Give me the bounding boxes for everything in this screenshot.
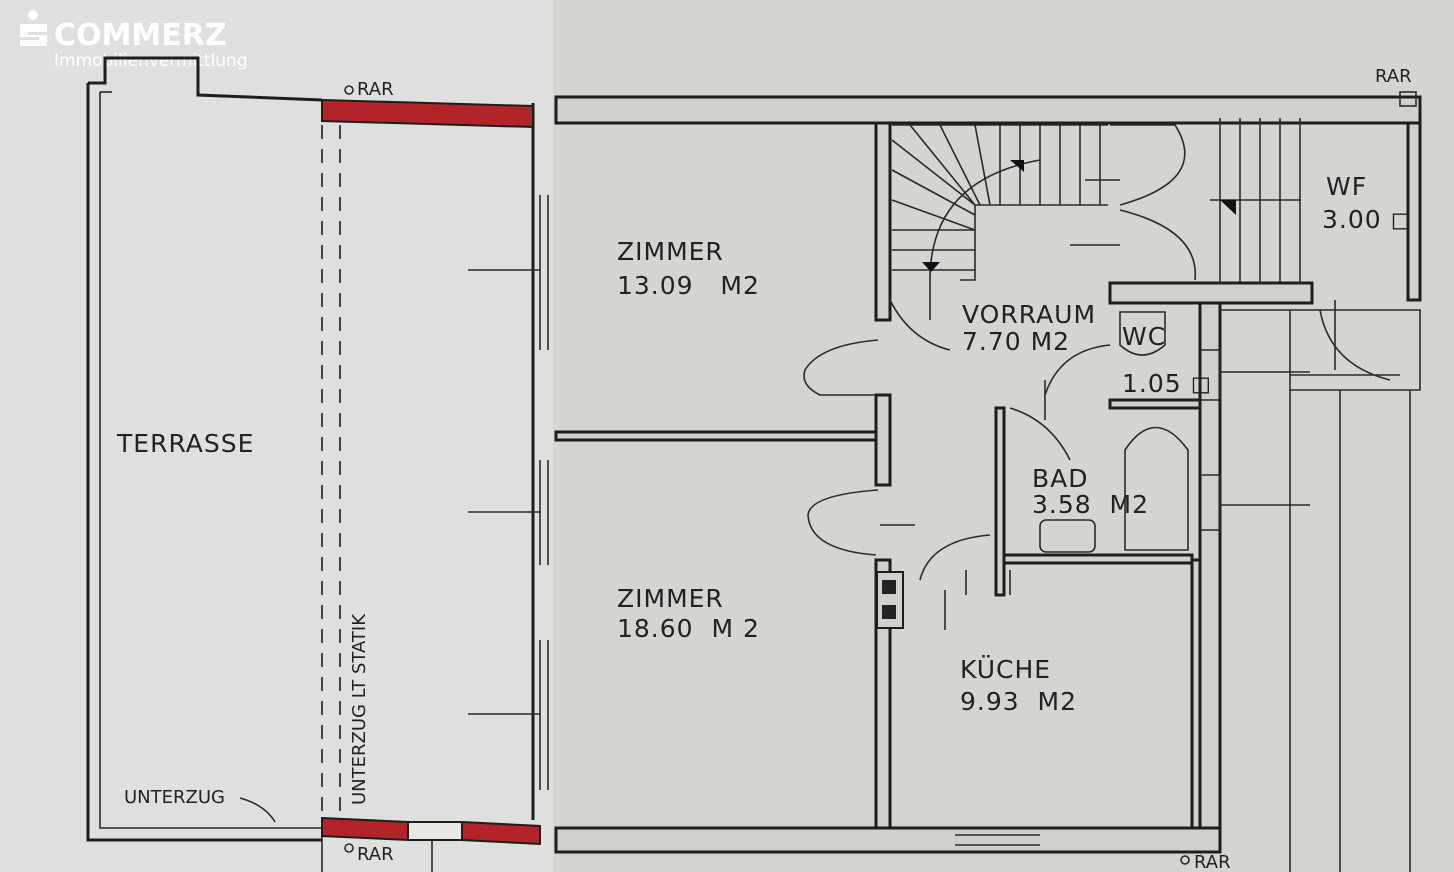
room-area-wc: 1.05 ◻ [1122,369,1212,398]
logo-subtitle: Immobilienvermittlung [54,51,248,71]
room-name-wf: WF [1326,172,1367,201]
commerz-logo: COMMERZ Immobilienvermittlung [20,10,248,71]
rar-label: RAR [1375,66,1412,87]
room-name-kueche: KÜCHE [960,655,1051,684]
apartment: RAR RAR ZIMMER 13.09 M2 ZIMMER 18.60 M 2… [554,66,1422,872]
rar-label: RAR [357,79,394,100]
room-name-zimmer-1: ZIMMER [617,237,724,266]
left-panel-background [0,0,553,872]
sparkasse-s-icon [20,10,47,46]
room-area-zimmer-2: 18.60 M 2 [617,614,760,643]
red-wall-bottom-left [321,816,409,842]
rar-label: RAR [357,844,394,865]
room-name-vorraum: VORRAUM [962,300,1096,329]
red-wall-bottom-right [461,820,541,846]
logo-brand: COMMERZ [54,18,227,53]
room-area-bad: 3.58 M2 [1032,490,1149,519]
unterzug-label: UNTERZUG [124,787,225,808]
room-name-wc: WC [1122,322,1166,351]
room-area-zimmer-1: 13.09 M2 [617,271,760,300]
room-label-terrasse: TERRASSE [116,429,254,458]
red-wall-top [321,98,534,129]
room-area-vorraum: 7.70 M2 [962,327,1070,356]
terrace-area: RAR RAR TERRASSE UNTERZUG UNTERZUG LT ST… [86,56,549,872]
room-area-kueche: 9.93 M2 [960,687,1077,716]
room-name-zimmer-2: ZIMMER [617,584,724,613]
room-name-bad: BAD [1032,464,1089,493]
unterzug-statik-label: UNTERZUG LT STATIK [349,613,370,805]
rar-marker [344,85,354,95]
rar-label: RAR [1194,852,1231,872]
room-area-wf: 3.00 ◻ [1322,205,1412,234]
